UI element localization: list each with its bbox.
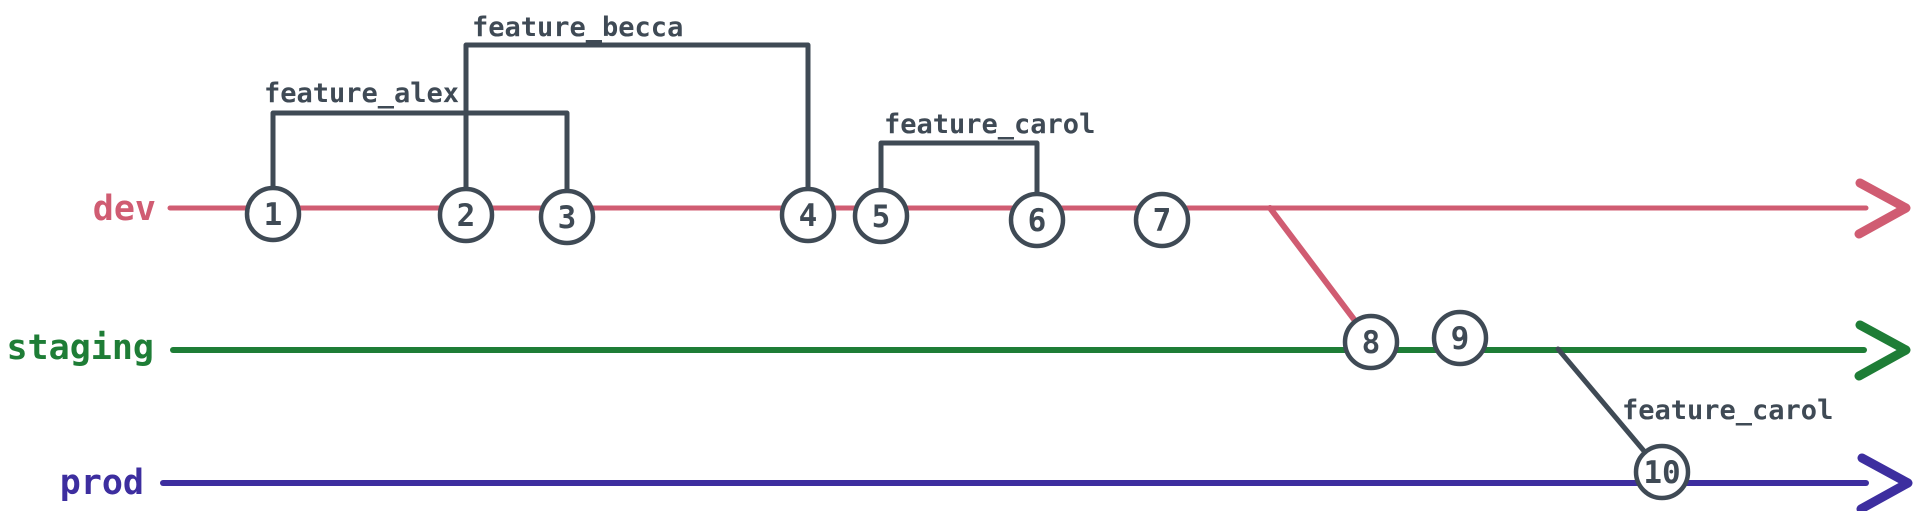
feature-bracket-feature_carol	[878, 140, 1040, 200]
arrowhead-prod	[1856, 453, 1913, 511]
commit-number-2: 2	[457, 198, 476, 234]
commit-number-7: 7	[1153, 203, 1172, 239]
commit-circle-7	[1133, 191, 1191, 249]
commit-circle-9	[1431, 309, 1489, 367]
feature-bracket-feature_becca	[463, 42, 811, 195]
commit-circle-4	[779, 186, 837, 244]
merge-edge-staging-to-10	[1555, 346, 1647, 454]
commit-number-9: 9	[1451, 321, 1470, 357]
commit-circle-6	[1008, 191, 1066, 249]
merge-edge-dev-to-8	[1267, 205, 1359, 325]
feature-label-feature_carol: feature_carol	[884, 109, 1095, 140]
commit-number-3: 3	[558, 200, 577, 236]
commit-number-4: 4	[799, 198, 818, 234]
commit-number-5: 5	[872, 199, 891, 235]
commit-circle-1	[244, 185, 302, 243]
commit-number-6: 6	[1028, 203, 1047, 239]
arrowhead-dev	[1854, 178, 1911, 239]
feature-label-feature_alex: feature_alex	[264, 78, 459, 109]
feature-label-feature_becca: feature_becca	[472, 12, 683, 43]
branch-label-dev: dev	[93, 189, 156, 229]
merge-edge-label-staging-to-10: feature_carol	[1622, 395, 1833, 426]
commit-circle-10	[1633, 443, 1691, 501]
commit-circle-5	[852, 187, 910, 245]
commit-circle-3	[538, 188, 596, 246]
branch-label-prod: prod	[60, 463, 144, 503]
commit-number-1: 1	[264, 197, 283, 233]
feature-bracket-feature_alex	[270, 110, 570, 197]
commit-number-10: 10	[1643, 455, 1680, 491]
commit-circle-8	[1342, 313, 1400, 371]
branch-label-staging: staging	[6, 328, 154, 368]
arrowhead-staging	[1854, 320, 1911, 381]
commit-number-8: 8	[1362, 325, 1381, 361]
commit-circle-2	[437, 186, 495, 244]
